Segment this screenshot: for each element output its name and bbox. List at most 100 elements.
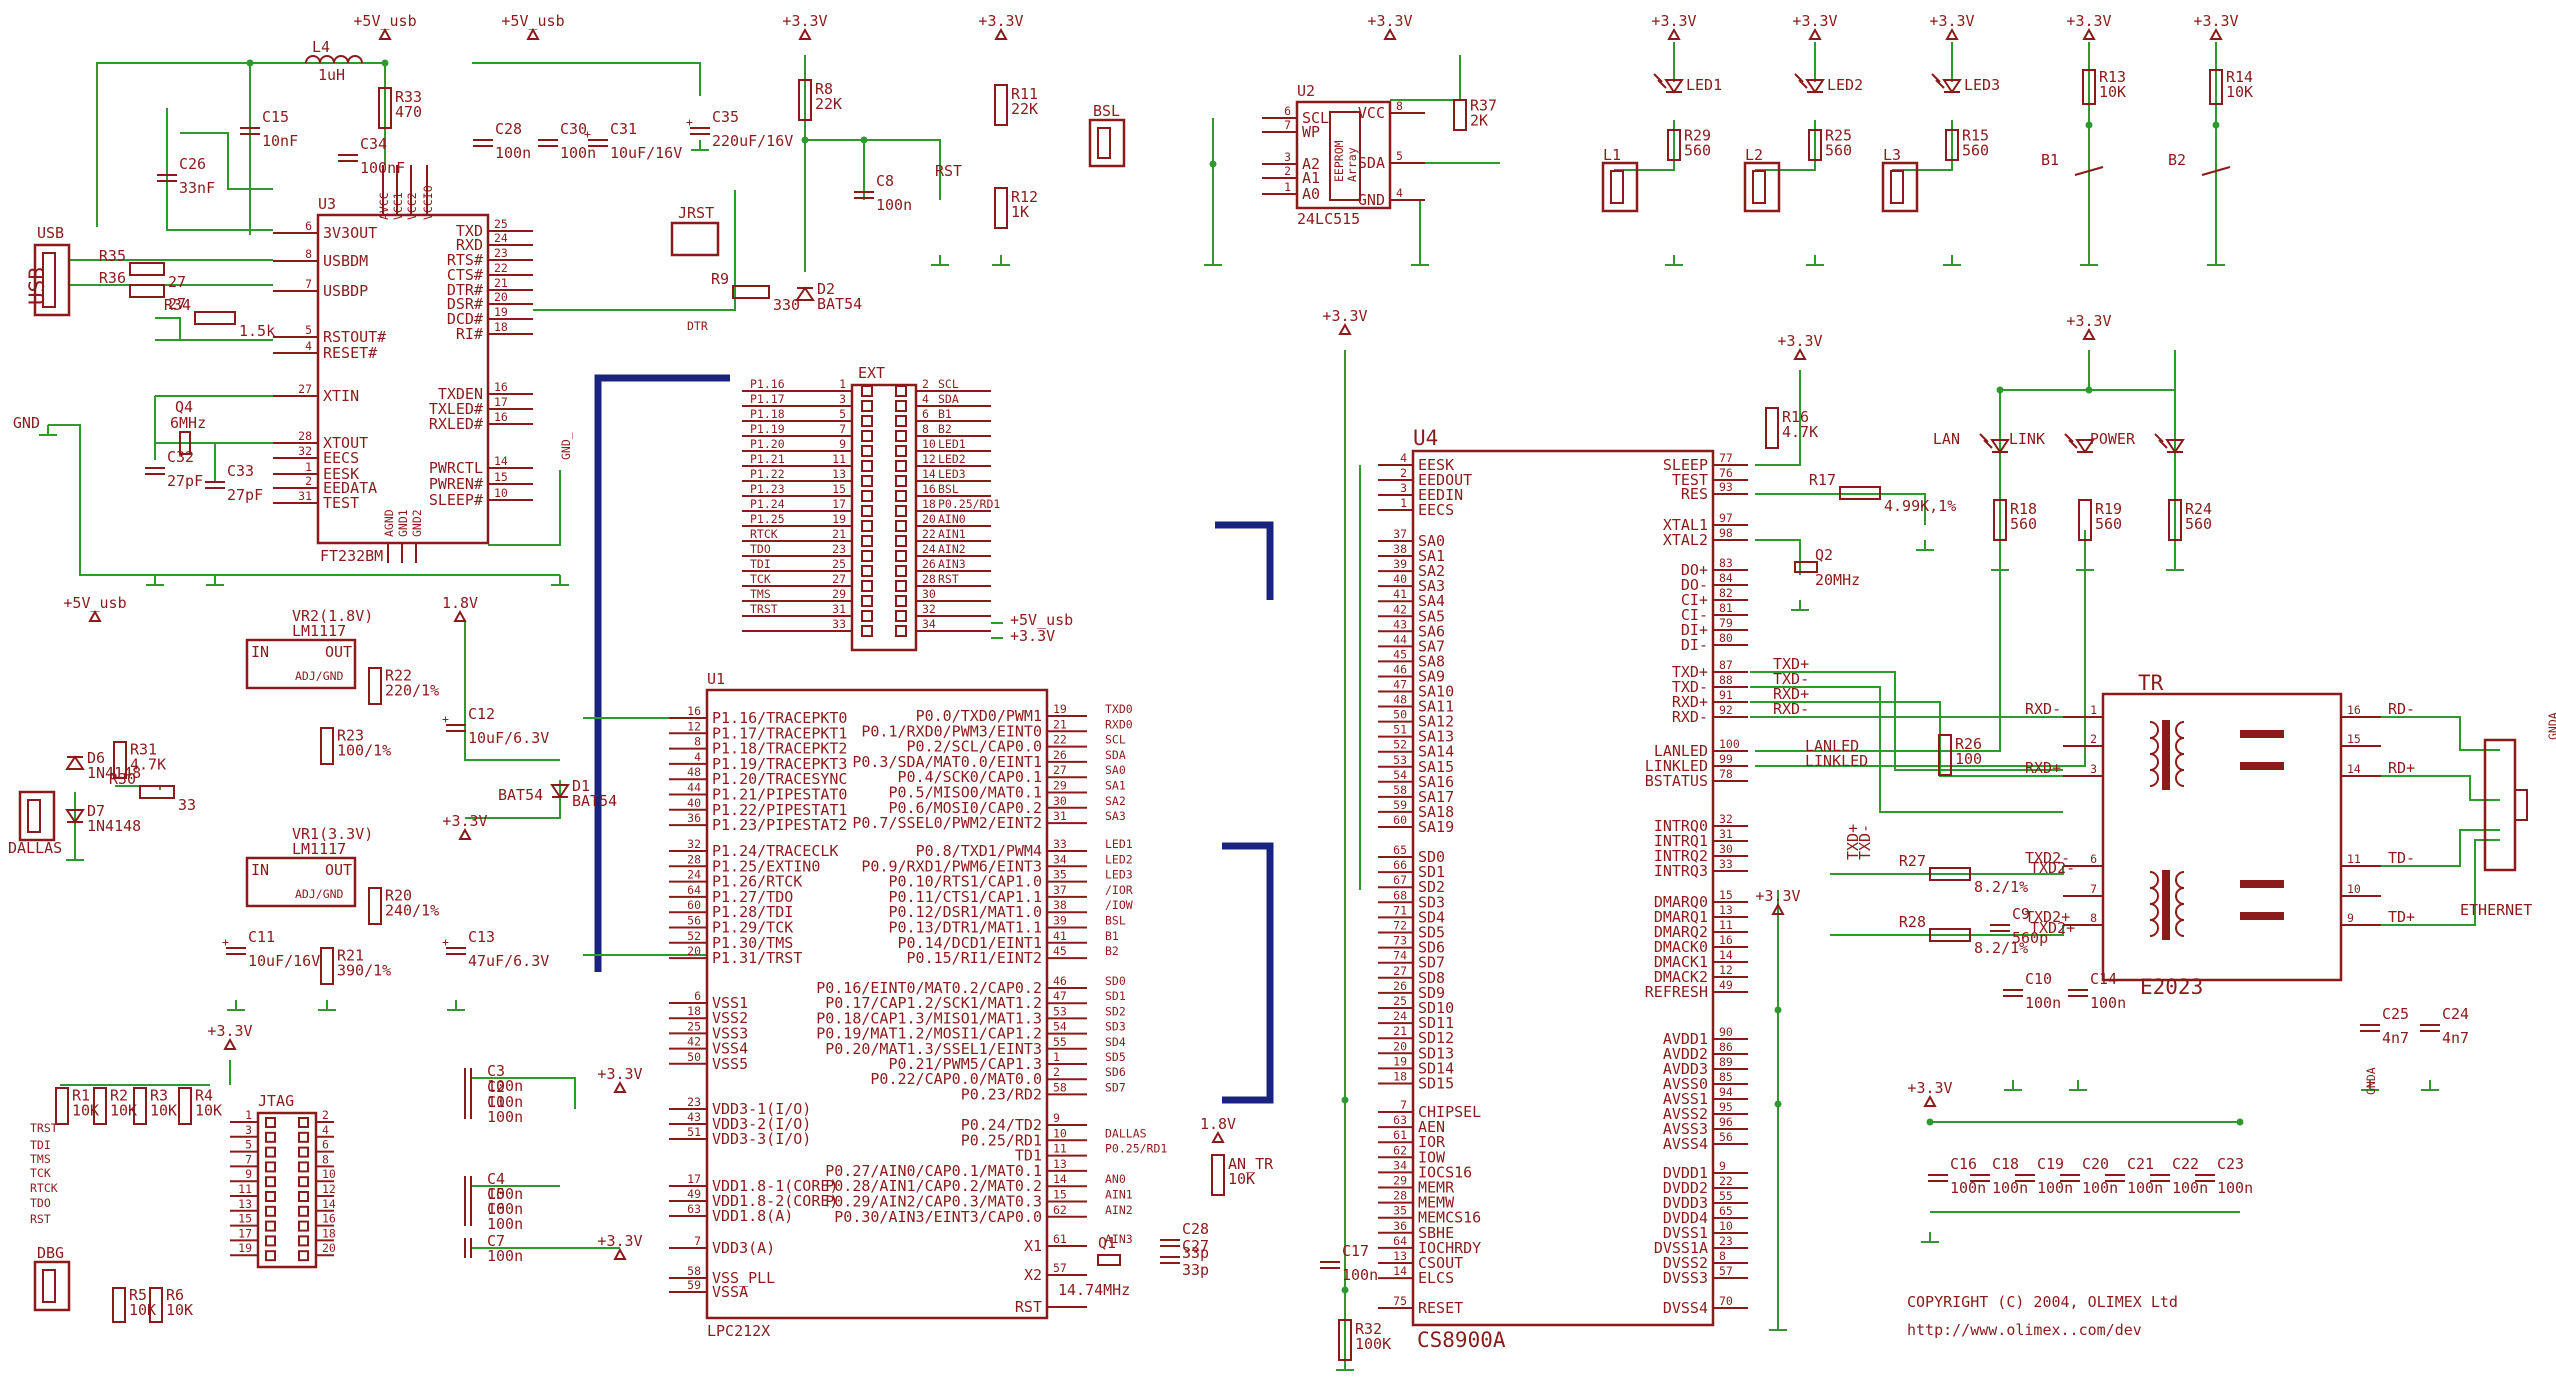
power-arrow: [2082, 327, 2096, 340]
cs-net-label: TXD+: [1773, 655, 1809, 673]
resistor-value: 10K: [195, 1102, 222, 1120]
ext-pin-number: 14: [922, 467, 936, 481]
resistor-value: 240/1%: [385, 902, 439, 920]
ft232-pin-number: 22: [494, 261, 508, 275]
ext-pin-number: 7: [839, 422, 846, 436]
ft232-pin-name: RESET#: [323, 344, 377, 362]
ext-pin-number: 17: [832, 497, 846, 511]
capacitor-value: 100n: [2037, 1179, 2073, 1197]
ext-pin-pad: [861, 430, 873, 442]
ft232-pin-number: 19: [494, 305, 508, 319]
power-arrow: [453, 609, 467, 622]
ext-left-net: P1.19: [750, 422, 785, 436]
crystal-value: 6MHz: [170, 414, 206, 432]
cs8900-pin-number: 35: [1393, 1204, 1407, 1218]
power-arrow: [613, 1247, 627, 1260]
cs8900-pin-number: 21: [1393, 1024, 1407, 1038]
lpc-pin-number: 34: [1053, 852, 1067, 866]
lpc-net-label: RXD0: [1105, 717, 1133, 731]
lpc-net-label: /IOW: [1105, 898, 1133, 912]
wire-tdm: [2381, 829, 2500, 867]
cs8900-pin-name: AVSS3: [1663, 1120, 1708, 1138]
button-contact: [2201, 166, 2231, 176]
lpc-pin-number: 40: [687, 796, 701, 810]
inductor-coil: [319, 55, 335, 64]
cs8900-pin-number: 78: [1719, 767, 1733, 781]
lpc-pin-number: 35: [1053, 868, 1067, 882]
resistor-ref: R28: [1899, 913, 1926, 931]
cs8900-pin-name: DI+: [1681, 621, 1708, 639]
cs8900-pin-name: DO-: [1681, 576, 1708, 594]
ft232-pin-name: RXD: [456, 236, 483, 254]
coil: [2149, 753, 2159, 771]
cs8900-pin-number: 40: [1393, 572, 1407, 586]
capacitor-ref: C16: [1950, 1155, 1977, 1173]
cs8900-pin-number: 25: [1393, 994, 1407, 1008]
regulator-part: LM1117: [292, 840, 346, 858]
capacitor-value: 100n: [487, 1200, 523, 1218]
led-label: LED3: [1964, 76, 2000, 94]
capacitor-ref: C17: [1342, 1242, 1369, 1260]
junction-dot: [801, 136, 809, 144]
cs8900-pin-name: ELCS: [1418, 1269, 1454, 1287]
capacitor-ref: C6: [487, 1200, 505, 1218]
status-led-label: LINK: [2009, 430, 2045, 448]
cs8900-pin-name: SA17: [1418, 788, 1454, 806]
resistor-value: 100: [1955, 750, 1982, 768]
cs8900-pin-number: 70: [1719, 1294, 1733, 1308]
jtag-pin-number: 3: [245, 1123, 252, 1137]
status-led-label: POWER: [2090, 430, 2136, 448]
wire-c26: [166, 108, 273, 231]
power-label: +3.3V: [2066, 312, 2111, 330]
ext-right-net: AIN0: [938, 512, 966, 526]
resistor-ref: R9: [711, 270, 729, 288]
cs8900-pin-name: IOCS16: [1418, 1163, 1472, 1181]
regulator-out: OUT: [325, 643, 352, 661]
regulator-in: IN: [251, 861, 269, 879]
capacitor-value: 100n: [2025, 994, 2061, 1012]
ext-pin-number: 31: [832, 602, 846, 616]
ft232-pin-name: TXD: [456, 222, 483, 240]
tr-pin-number: 3: [2090, 762, 2097, 776]
wire-dtr: [533, 190, 736, 311]
led: [2075, 439, 2095, 454]
cs8900-pin-number: 20: [1393, 1039, 1407, 1053]
cs8900-pin-name: SA4: [1418, 592, 1445, 610]
ft232-pin-number: 2: [305, 474, 312, 488]
jtag-net-label: RST: [30, 1212, 51, 1226]
resistor-ref: R17: [1809, 471, 1836, 489]
ext-pin-pad: [895, 415, 907, 427]
cs8900-pin-name: SD1: [1418, 863, 1445, 881]
cs8900-pin-number: 80: [1719, 631, 1733, 645]
power-label: +3.3V: [978, 12, 1023, 30]
cs8900-pin-number: 75: [1393, 1294, 1407, 1308]
resistor-ref: R13: [2099, 68, 2126, 86]
dallas-connector-inner: [27, 799, 41, 833]
ft232-pin-name: EESK: [323, 465, 359, 483]
cs8900-pin-number: 58: [1393, 783, 1407, 797]
jtag-pin-number: 13: [238, 1197, 252, 1211]
capacitor-value: 100n: [2127, 1179, 2163, 1197]
capacitor-ref: C21: [2127, 1155, 2154, 1173]
resistor: [1667, 129, 1681, 161]
capacitor-ref: C19: [2037, 1155, 2064, 1173]
cs8900-pin-name: SD0: [1418, 848, 1445, 866]
regulator-body: [245, 856, 357, 908]
capacitor-ref: C22: [2172, 1155, 2199, 1173]
lpc-pin-number: 54: [1053, 1020, 1067, 1034]
lpc-net-label: LED1: [1105, 837, 1133, 851]
lpc-pin-number: 9: [1053, 1111, 1060, 1125]
coil: [2149, 887, 2159, 905]
wire-led-out: [1614, 120, 1675, 171]
l3-connector: [1881, 161, 1919, 213]
wire-eeprom-vcc: [1390, 55, 1461, 101]
resistor-ref: R15: [1962, 127, 1989, 145]
wire-tdp: [2381, 839, 2500, 926]
jtag-pin-number: 12: [322, 1182, 336, 1196]
coil: [2149, 903, 2159, 921]
resistor-value: 10K: [2226, 83, 2253, 101]
dallas-connector-label: DALLAS: [8, 839, 62, 857]
resistor-value: 22K: [815, 95, 842, 113]
junction-dot: [1341, 1096, 1349, 1104]
resistor-value: 33: [178, 796, 196, 814]
